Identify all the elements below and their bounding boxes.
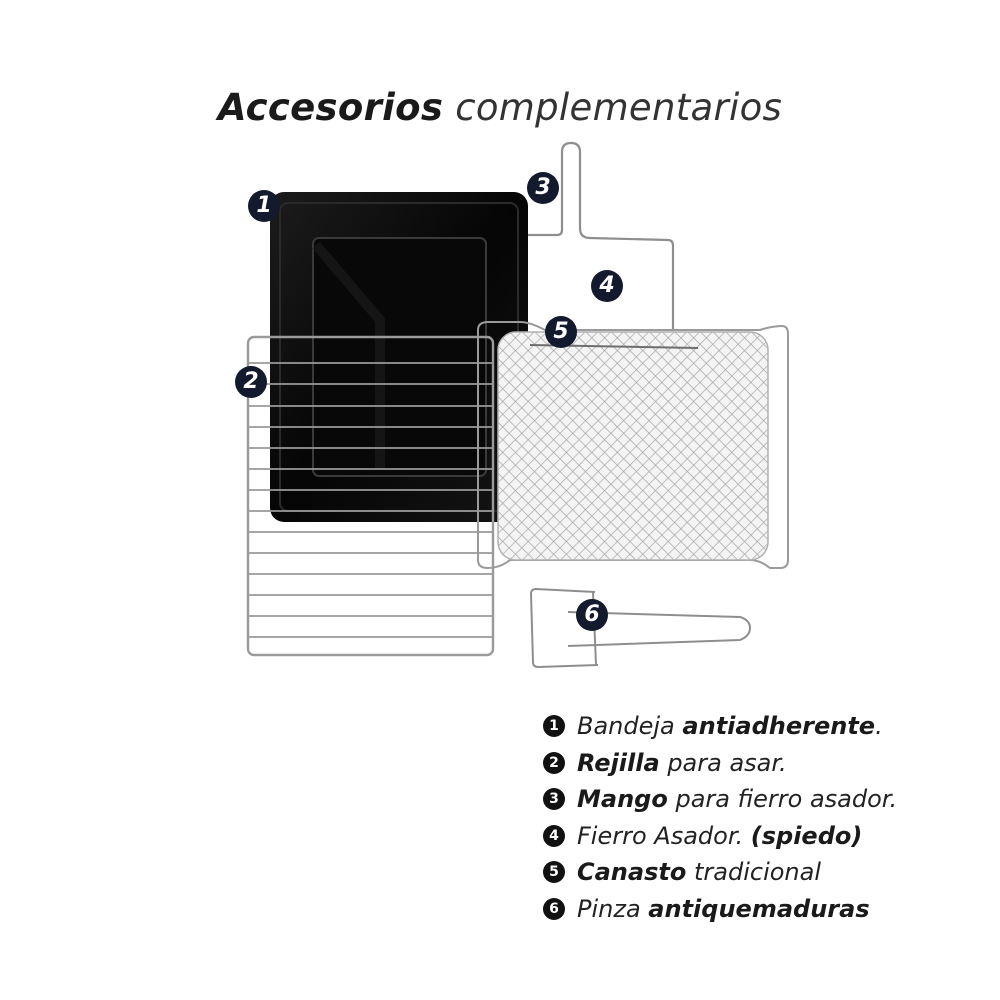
legend-text-bold: antiadherente [682, 712, 876, 741]
title-bold: Accesorios [217, 86, 444, 129]
legend-text: . [875, 712, 883, 741]
legend-text: tradicional [693, 858, 822, 887]
mesh-basket-icon [477, 321, 789, 570]
legend-number-icon: 6 [543, 897, 565, 920]
legend-item-6: 6 Pinza antiquemaduras [543, 891, 897, 928]
callout-badge-2: 2 [235, 366, 267, 398]
legend-text: para fierro asador. [675, 785, 898, 814]
callout-badge-4: 4 [591, 270, 623, 302]
legend-text-bold: Mango [577, 785, 668, 814]
legend-item-3: 3 Mango para fierro asador. [543, 781, 897, 818]
legend-text-bold: antiquemaduras [648, 894, 870, 923]
legend-text: para asar. [667, 748, 787, 777]
tray-icon [270, 192, 528, 522]
legend-number-icon: 4 [543, 824, 565, 847]
accessories-legend: 1 Bandeja antiadherente. 2 Rejilla para … [543, 708, 897, 927]
page-title: Accesorios complementarios [0, 86, 1000, 129]
callout-badge-6: 6 [576, 599, 608, 631]
legend-text: Fierro Asador. [577, 821, 744, 850]
callout-badge-1: 1 [248, 190, 280, 222]
tongs-icon [529, 587, 752, 669]
legend-item-4: 4 Fierro Asador. (spiedo) [543, 818, 897, 855]
legend-number-icon: 5 [543, 861, 565, 884]
legend-item-5: 5 Canasto tradicional [543, 854, 897, 891]
title-light: complementarios [455, 86, 783, 129]
legend-text: Pinza [577, 894, 641, 923]
legend-text-bold: Rejilla [577, 748, 660, 777]
legend-text-bold: (spiedo) [750, 821, 863, 850]
grill-rack-icon [246, 335, 495, 657]
accessories-illustration [246, 141, 789, 669]
callout-badge-3: 3 [527, 172, 559, 204]
legend-item-2: 2 Rejilla para asar. [543, 745, 897, 782]
legend-number-icon: 1 [543, 715, 565, 738]
legend-text: Bandeja [577, 712, 675, 741]
callout-badge-5: 5 [545, 316, 577, 348]
legend-number-icon: 2 [543, 751, 565, 774]
rotisserie-handle-icon [527, 141, 675, 330]
legend-number-icon: 3 [543, 788, 565, 811]
legend-text-bold: Canasto [577, 858, 687, 887]
legend-item-1: 1 Bandeja antiadherente. [543, 708, 897, 745]
